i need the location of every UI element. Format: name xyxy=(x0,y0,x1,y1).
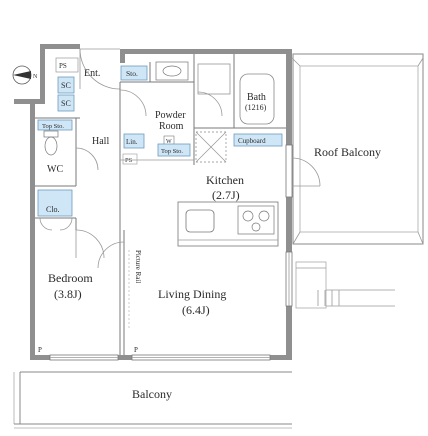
living-dining: Living Dining (6.4J) P xyxy=(134,287,226,354)
kitchen-label-1: Kitchen xyxy=(206,173,244,187)
wc-label: WC xyxy=(47,164,63,175)
roof-balcony: Roof Balcony xyxy=(291,53,424,245)
north-arrow-icon: N xyxy=(12,65,38,85)
kitchen-label-2: (2.7J) xyxy=(212,188,240,202)
picture-rail-label: Picture Rail xyxy=(134,250,142,283)
linen-label: Lin. xyxy=(126,138,138,146)
closet: Clo. xyxy=(35,189,105,259)
outer-walls xyxy=(14,44,292,360)
powder-room: Powder Room Lin. W Top Sto. PS xyxy=(119,54,195,165)
top-storage-label-1: Top Sto. xyxy=(42,123,64,130)
storage-label: Sto. xyxy=(126,69,138,78)
bedroom: Bedroom (3.8J) P xyxy=(38,271,93,354)
wc: Top Sto. WC xyxy=(35,117,99,187)
hall: Hall xyxy=(76,117,109,147)
partitions xyxy=(75,159,194,355)
roof-balcony-label: Roof Balcony xyxy=(314,145,381,159)
pipe-label-1: P xyxy=(38,346,42,354)
washer-label: W xyxy=(166,139,172,145)
living-dining-label-2: (6.4J) xyxy=(182,303,210,317)
top-storage-label-2: Top Sto. xyxy=(161,148,183,155)
bath-label-2: (1216) xyxy=(245,103,267,112)
balcony: Balcony xyxy=(13,371,292,429)
north-label: N xyxy=(33,74,38,80)
bath: Bath (1216) xyxy=(194,54,286,129)
shoe-cabinet-label-2: SC xyxy=(61,99,71,108)
bedroom-label-2: (3.8J) xyxy=(54,287,82,301)
ps-label-1: PS xyxy=(59,62,67,70)
entrance-label: Ent. xyxy=(84,68,100,79)
entrance: PS Ent. SC SC xyxy=(55,48,121,112)
shoe-cabinet-label-1: SC xyxy=(61,81,71,90)
closet-label: Clo. xyxy=(46,205,60,214)
bottom-windows xyxy=(49,354,271,361)
bath-label-1: Bath xyxy=(247,92,266,103)
pipe-label-2: P xyxy=(134,346,138,354)
picture-rail: Picture Rail xyxy=(128,250,142,330)
bedroom-label-1: Bedroom xyxy=(48,271,93,285)
living-dining-label-1: Living Dining xyxy=(158,287,226,301)
right-window xyxy=(285,144,321,307)
hall-label: Hall xyxy=(92,136,109,147)
kitchen: Cupboard Kitchen (2.7J) xyxy=(177,131,283,247)
right-railing xyxy=(295,261,395,309)
cupboard-label: Cupboard xyxy=(238,137,266,145)
powder-room-label-2: Room xyxy=(159,121,184,132)
balcony-label: Balcony xyxy=(132,387,172,401)
powder-room-label-1: Powder xyxy=(155,110,186,121)
ps-label-2: PS xyxy=(125,157,133,164)
storage: Sto. xyxy=(120,61,194,83)
